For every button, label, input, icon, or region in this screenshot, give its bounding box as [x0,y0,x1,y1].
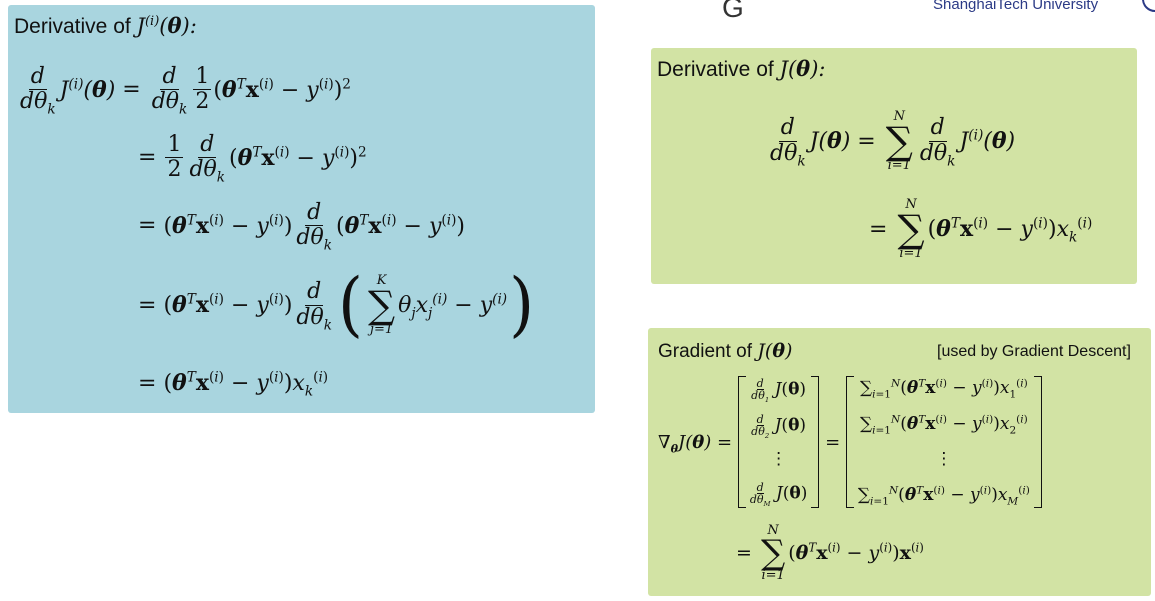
full-derivative-title: Derivative of J(θ): [657,56,826,81]
title-math: J(θ): [779,56,826,81]
derivation-line-5: = (θTx(i) − y(i))xk(i) [138,369,329,400]
gradient-descent-note: [used by Gradient Descent] [937,343,1131,360]
university-name: ShanghaiTech University [933,0,1099,13]
gradient-result-line: = N∑i=1 (θTx(i) − y(i))x(i) [736,523,924,584]
slide-title-fragment: G [722,0,744,23]
single-sample-derivative-title: Derivative of J(i)(θ): [14,13,197,38]
title-math: J(θ) [757,340,793,362]
full-derivative-line-2: = N∑i=1 (θTx(i) − y(i))xk(i) [869,197,1093,262]
gradient-panel: Gradient of J(θ) [used by Gradient Desce… [648,328,1151,596]
university-logo-icon [1142,0,1155,12]
title-math: J(i)(θ): [136,13,197,38]
summed-gradient-vector: ∑i=1N(θTx(i) − y(i))x1(i) ∑i=1N(θTx(i) −… [845,376,1042,508]
gradient-title: Gradient of J(θ) [658,340,793,362]
